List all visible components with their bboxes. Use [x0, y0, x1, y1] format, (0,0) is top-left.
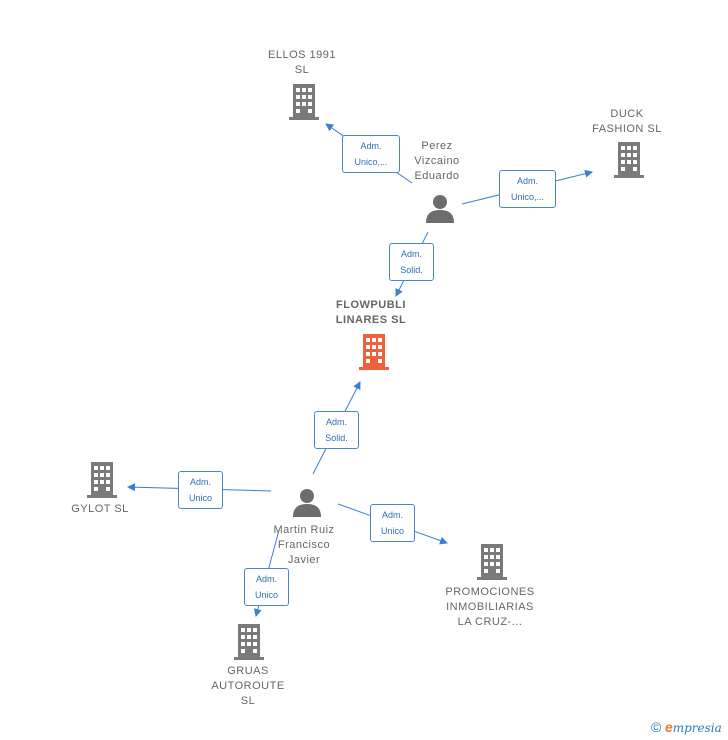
building-icon[interactable] — [358, 334, 390, 370]
edge-label-martin-promociones[interactable]: Adm. Unico — [370, 504, 415, 542]
node-label-gylot: GYLOT SL — [71, 503, 129, 515]
node-label-gruas: GRUAS AUTOROUTE SL — [211, 665, 285, 707]
edge-label-martin-flowpubli[interactable]: Adm. Solid. — [314, 411, 359, 449]
empresia-logo-text: mpresia — [672, 721, 722, 735]
building-icon[interactable] — [86, 462, 118, 498]
edge-label-perez-duck[interactable]: Adm. Unico,... — [499, 170, 556, 208]
node-label-perez: Perez Vizcaino Eduardo — [414, 140, 460, 182]
building-icon[interactable] — [476, 544, 508, 580]
node-label-promociones: PROMOCIONES INMOBILIARIAS LA CRUZ-... — [445, 586, 535, 628]
building-icon[interactable] — [288, 84, 320, 120]
person-icon[interactable] — [425, 193, 455, 223]
node-label-duck: DUCK FASHION SL — [592, 108, 662, 135]
node-label-martin: Martin Ruiz Francisco Javier — [273, 524, 335, 566]
edge-label-martin-gylot[interactable]: Adm. Unico — [178, 471, 223, 509]
copyright-icon: © — [651, 719, 662, 735]
edge-label-perez-flowpubli[interactable]: Adm. Solid. — [389, 243, 434, 281]
empresia-logo-initial: e — [664, 719, 673, 735]
node-label-ellos: ELLOS 1991 SL — [268, 49, 336, 76]
building-icon[interactable] — [233, 624, 265, 660]
edge-label-perez-ellos[interactable]: Adm. Unico,... — [342, 135, 400, 173]
node-label-flowpubli: FLOWPUBLI LINARES SL — [335, 299, 407, 326]
edge-label-martin-gruas[interactable]: Adm. Unico — [244, 568, 289, 606]
empresia-watermark: © empresia — [651, 719, 722, 735]
building-icon[interactable] — [613, 142, 645, 178]
person-icon[interactable] — [292, 487, 322, 517]
